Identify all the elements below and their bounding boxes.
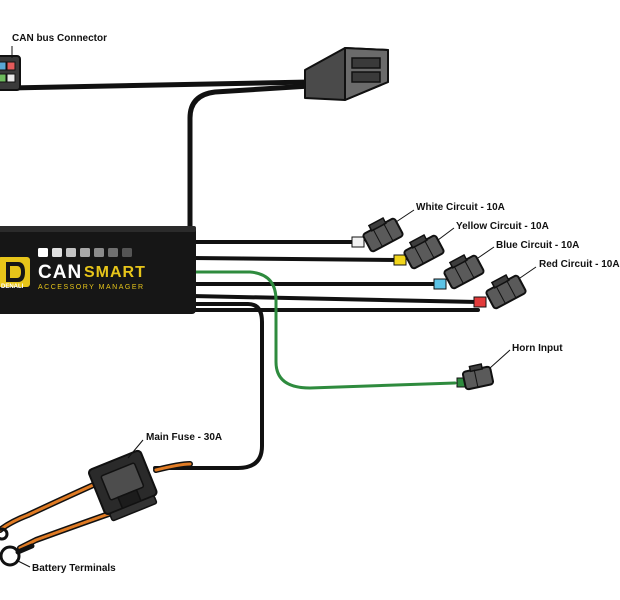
horn-input-label: Horn Input <box>512 343 563 354</box>
battery-ring-terminals <box>0 527 35 567</box>
module-brand-smart: SMART <box>84 264 146 281</box>
main-fuse-holder <box>88 449 158 522</box>
yellow-circuit-label: Yellow Circuit - 10A <box>456 221 549 232</box>
can-bus-connector-plug <box>304 47 389 101</box>
red-circuit-connector <box>473 273 527 310</box>
label-leader-lines <box>11 46 537 568</box>
battery-wires <box>0 461 193 551</box>
can-bus-connector-label: CAN bus Connector <box>12 33 107 44</box>
module-brand-can: CAN <box>38 262 83 283</box>
status-led-indicators <box>38 248 132 257</box>
module-logo-text: DENALI <box>1 284 24 290</box>
circuit-wires <box>190 240 480 312</box>
fuse-feed-wire <box>153 302 264 470</box>
can-bus-wires <box>7 79 313 231</box>
horn-input-connector <box>456 363 495 391</box>
can-bus-connector-left <box>0 55 21 91</box>
blue-circuit-label: Blue Circuit - 10A <box>496 240 580 251</box>
canbus-module <box>0 226 196 314</box>
white-circuit-label: White Circuit - 10A <box>416 202 505 213</box>
main-fuse-label: Main Fuse - 30A <box>146 432 223 443</box>
wiring-diagram <box>0 46 537 568</box>
horn-input-wire <box>190 270 457 390</box>
module-subtitle: ACCESSORY MANAGER <box>38 284 145 291</box>
white-circuit-connector <box>351 216 404 253</box>
blue-circuit-connector <box>433 253 485 290</box>
yellow-circuit-connector <box>393 233 445 270</box>
battery-terminals-label: Battery Terminals <box>32 563 116 574</box>
red-circuit-label: Red Circuit - 10A <box>539 259 620 270</box>
